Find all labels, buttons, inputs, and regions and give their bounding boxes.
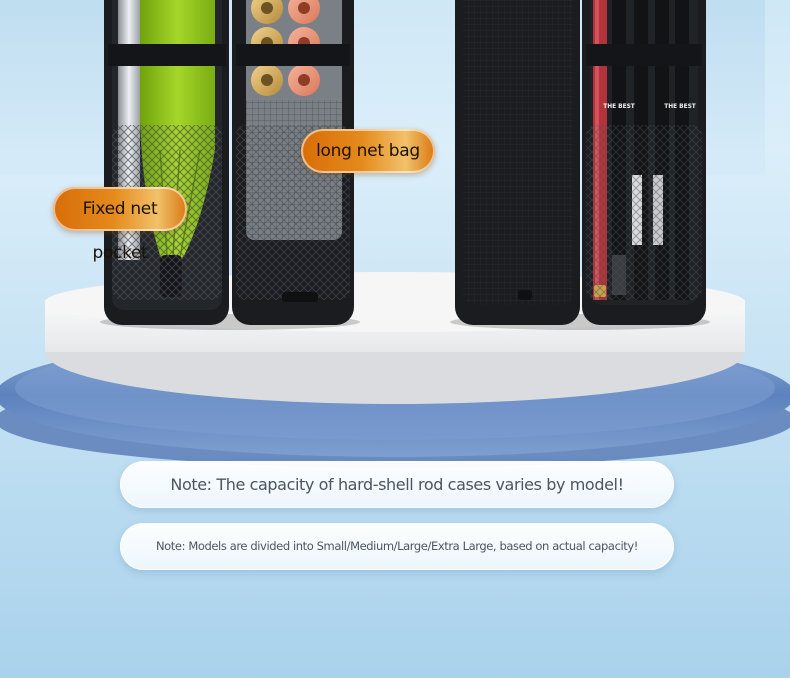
rod-label-the-best-1: THE BEST bbox=[603, 102, 635, 110]
left-case-umbrella-compartment bbox=[104, 0, 229, 325]
models-note: Note: Models are divided into Small/Medi… bbox=[120, 523, 674, 570]
right-case-plain-compartment bbox=[455, 0, 580, 325]
background-wall-left bbox=[0, 0, 108, 175]
capacity-note: Note: The capacity of hard-shell rod cas… bbox=[120, 461, 674, 508]
rod-label-the-best-2: THE BEST bbox=[664, 102, 696, 110]
fixed-net-pocket-label: Fixed net pocket bbox=[53, 187, 187, 263]
right-case-rod-compartment: THE BEST THE BEST bbox=[582, 0, 706, 325]
long-net-bag-label: long net bag bbox=[301, 129, 435, 173]
background-wall-right bbox=[705, 0, 765, 175]
